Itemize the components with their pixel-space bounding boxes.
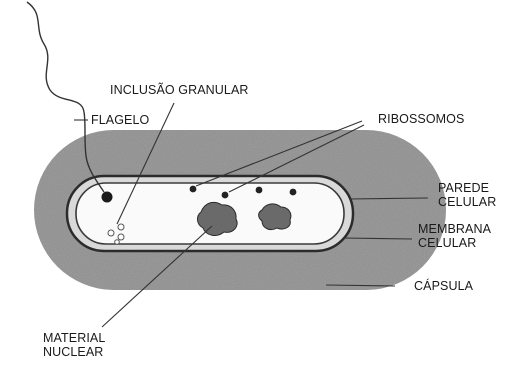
label-flagelo: FLAGELO <box>91 113 149 127</box>
label-material-nuclear: MATERIAL NUCLEAR <box>43 331 105 359</box>
label-capsula: CÁPSULA <box>414 279 473 293</box>
label-parede-celular: PAREDE CELULAR <box>438 181 496 209</box>
label-ribossomos: RIBOSSOMOS <box>378 112 464 126</box>
label-inclusao-granular: INCLUSÃO GRANULAR <box>110 83 249 97</box>
basal-body <box>102 192 113 203</box>
label-membrana-celular: MEMBRANA CELULAR <box>418 222 491 250</box>
